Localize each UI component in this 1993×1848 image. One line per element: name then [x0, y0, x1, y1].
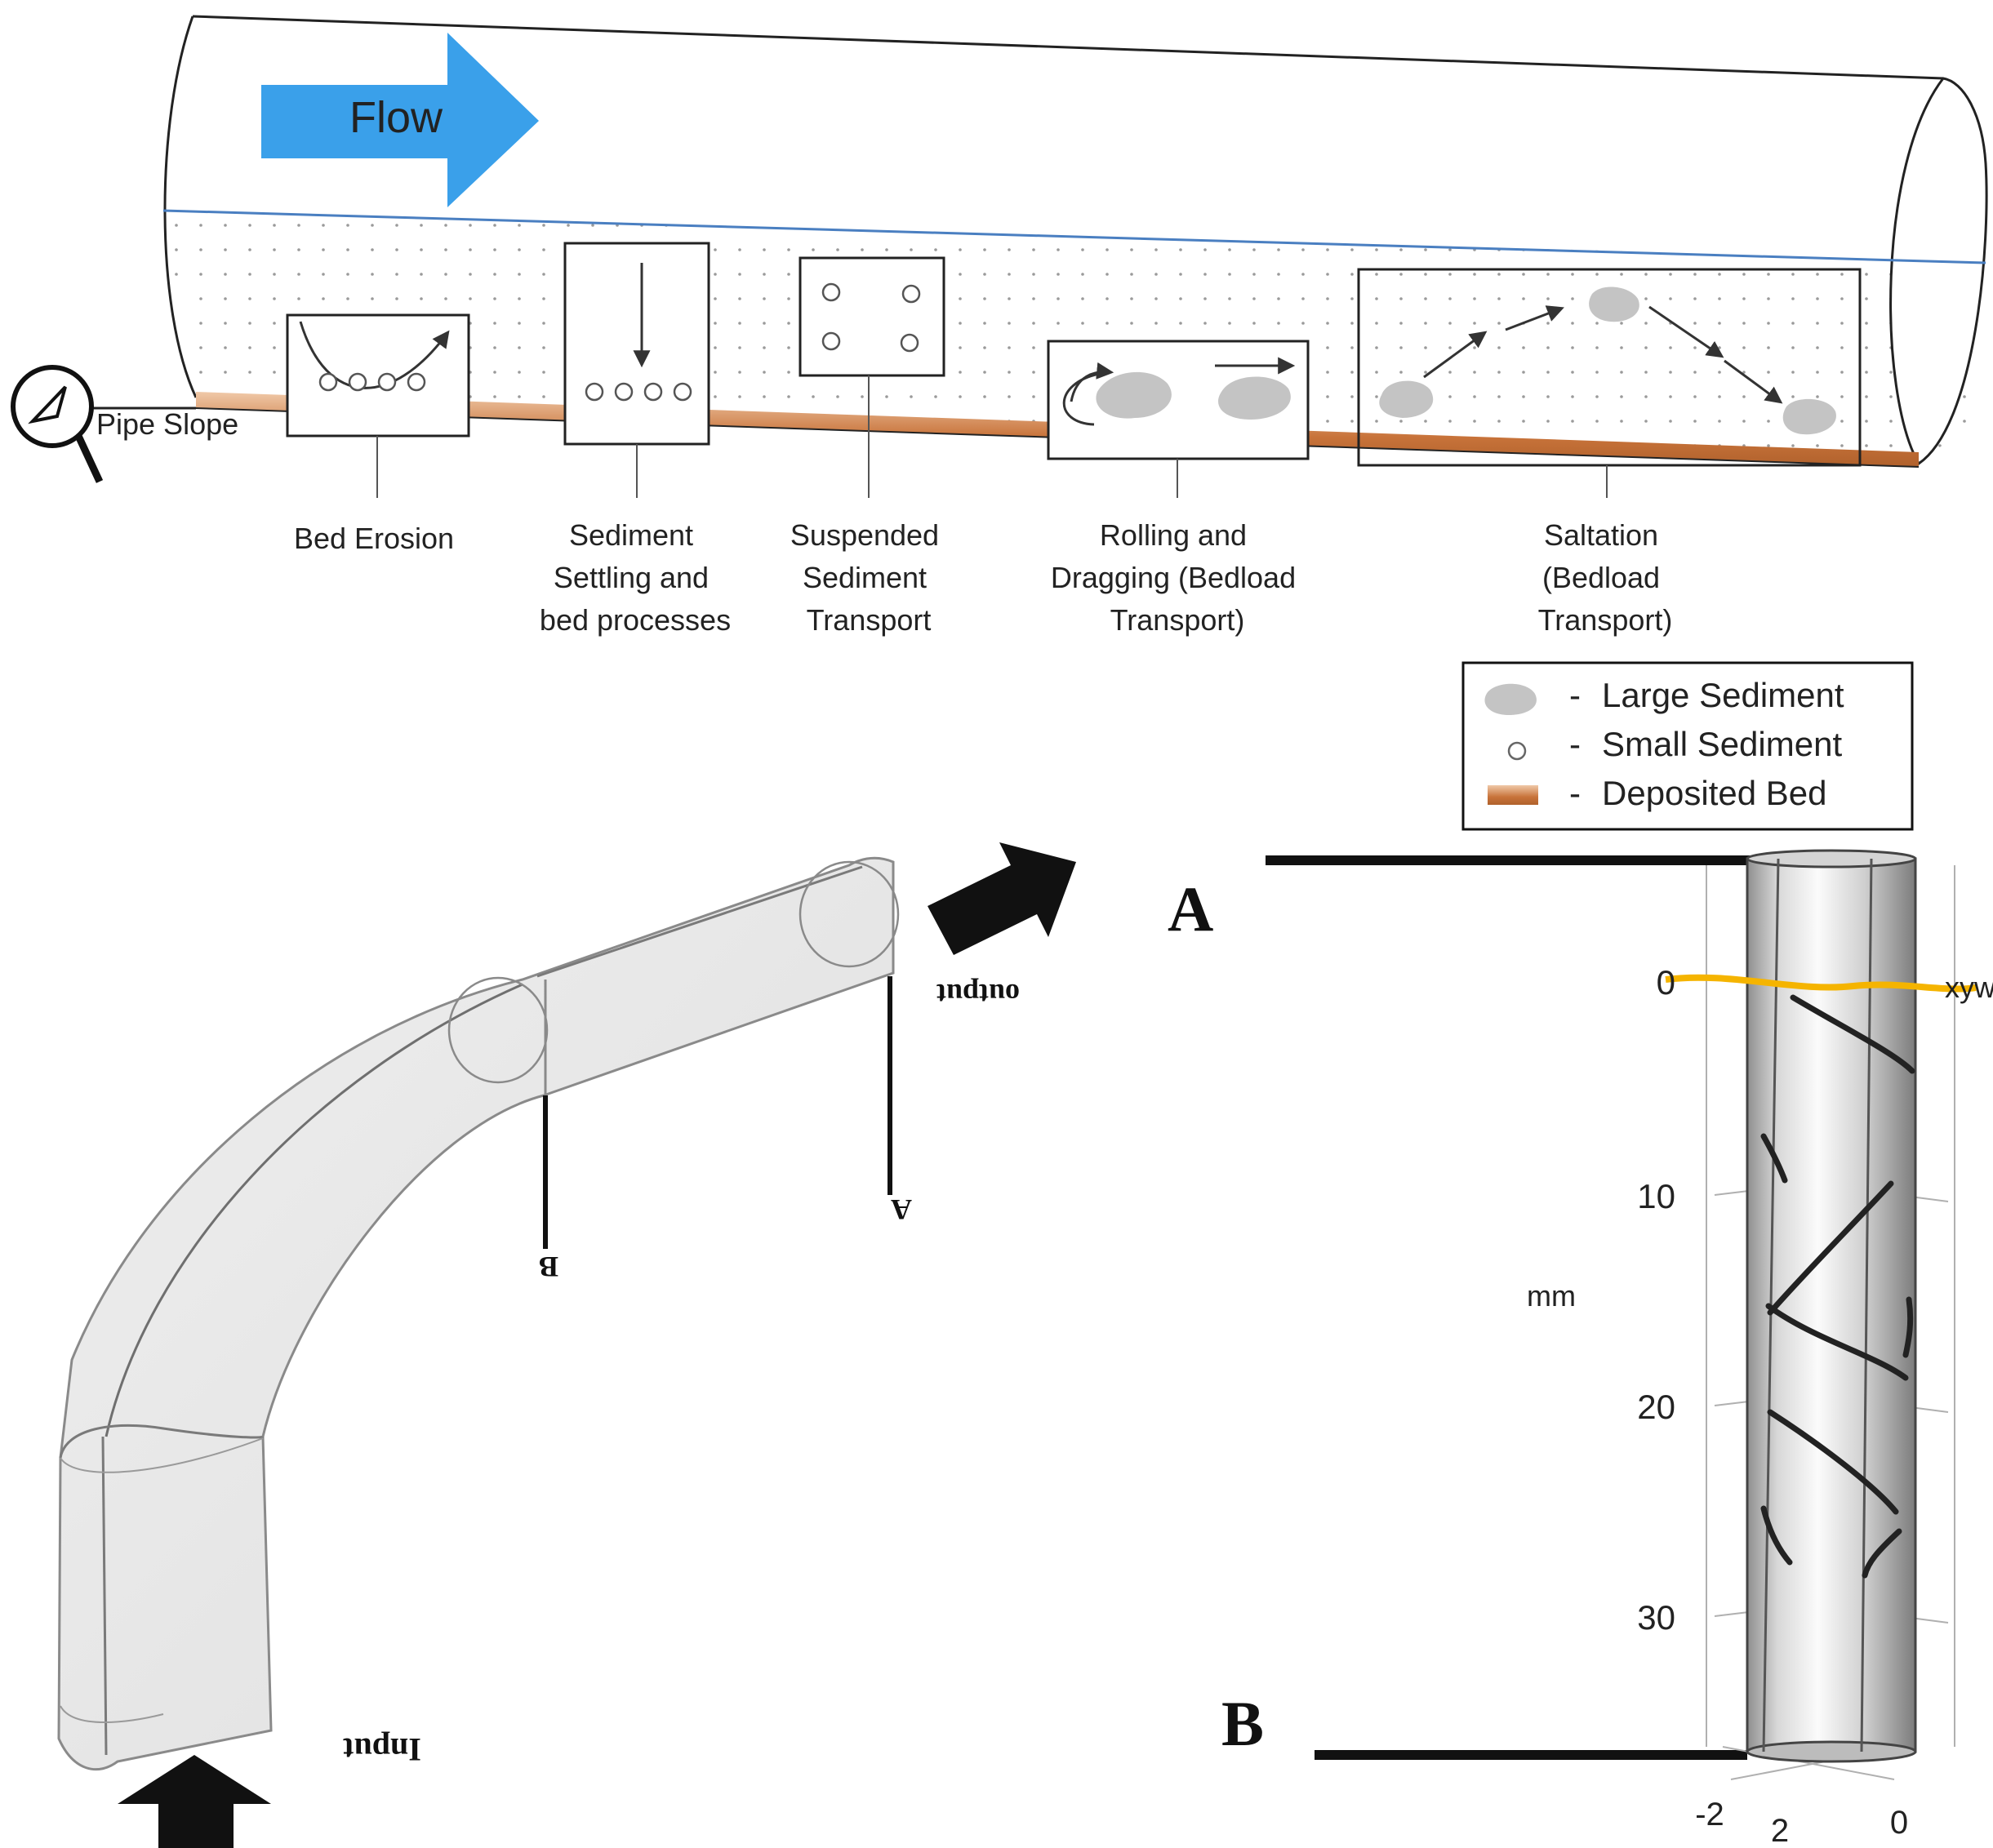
process-label-saltation: Saltation (Bedload Transport): [1538, 518, 1673, 637]
legend-small-sediment-icon: [1507, 741, 1527, 761]
cylinder-body: [1746, 857, 1917, 1753]
flow-label: Flow: [349, 93, 443, 142]
marker-label-a: A: [1168, 873, 1213, 944]
y-tick-30: 30: [1637, 1598, 1675, 1637]
pipe-outline-top: [192, 15, 1944, 80]
pipe-schematic: Flow Pipe Slope: [11, 15, 1988, 831]
pipe-right-end: [1889, 77, 1988, 466]
process-labels: Bed Erosion Sediment Settling and bed pr…: [294, 518, 1672, 637]
legend-label-small-sediment: Small Sediment: [1602, 725, 1842, 763]
cylinder-bottom: [1746, 1740, 1917, 1763]
x-tick-0: 0: [1890, 1805, 1908, 1841]
y-tick-0: 0: [1657, 963, 1675, 1002]
legend-dash: -: [1569, 676, 1581, 714]
section-label-b: B: [539, 1251, 558, 1283]
axis-tag: xyw: [1945, 971, 1993, 1004]
y-tick-10: 10: [1637, 1177, 1675, 1215]
bed-erosion-box: [286, 313, 470, 498]
magnifier-slope-icon: [11, 365, 104, 483]
process-label-bed-erosion: Bed Erosion: [294, 522, 454, 555]
pipe-bend-model: output A B Input: [57, 842, 1076, 1848]
legend-dash: -: [1569, 774, 1581, 812]
flow-arrow: [261, 33, 539, 207]
legend-dash: -: [1569, 725, 1581, 763]
y-axis-unit: mm: [1527, 1279, 1576, 1313]
process-label-sediment-settling: Sediment Settling and bed processes: [540, 518, 731, 637]
water-surface-line: [162, 209, 1986, 264]
output-label: output: [936, 978, 1020, 1011]
process-label-suspended-sediment: Suspended Sediment Transport: [790, 518, 947, 637]
legend: - - - Large Sediment Small Sediment Depo…: [1461, 661, 1914, 831]
sediment-settling-box: [563, 242, 710, 498]
legend-label-large-sediment: Large Sediment: [1602, 676, 1844, 714]
input-arrow: [118, 1755, 271, 1848]
x-tick-minus2: -2: [1695, 1797, 1724, 1832]
helical-cylinder-model: A B: [1168, 849, 1993, 1848]
suspended-sediment-box: [799, 256, 945, 498]
legend-large-sediment-icon: [1484, 683, 1537, 715]
marker-label-b: B: [1221, 1688, 1264, 1759]
cylinder-top: [1746, 849, 1917, 868]
legend-label-deposited-bed: Deposited Bed: [1602, 774, 1827, 812]
output-arrow: [928, 842, 1076, 955]
pipe-bend-body: [57, 856, 895, 1771]
pipe-slope-label: Pipe Slope: [96, 407, 238, 441]
rolling-dragging-box: [1047, 340, 1310, 498]
pipe-left-end: [163, 16, 198, 398]
saltation-box: [1357, 268, 1862, 498]
y-tick-20: 20: [1637, 1388, 1675, 1426]
process-label-rolling-dragging: Rolling and Dragging (Bedload Transport): [1051, 518, 1304, 637]
zero-plane-marker: [1665, 974, 1977, 993]
x-tick-2: 2: [1771, 1813, 1789, 1848]
section-label-a: A: [891, 1193, 912, 1226]
input-label: Input: [343, 1731, 421, 1768]
legend-deposited-bed-icon: [1488, 785, 1538, 805]
